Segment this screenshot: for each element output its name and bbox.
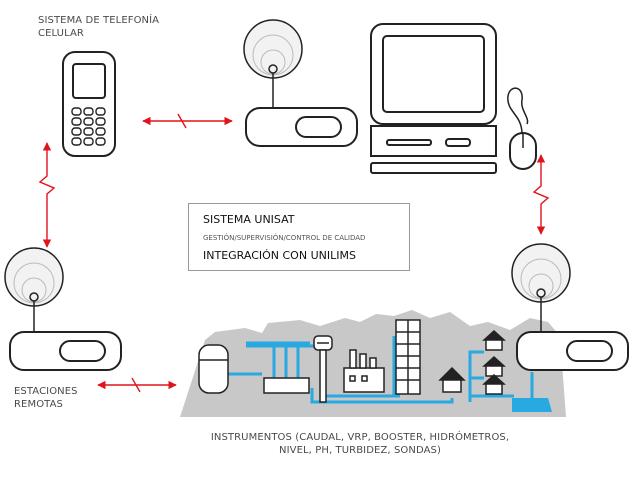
modem-icon-top (245, 107, 358, 147)
water-tank-icon (198, 344, 229, 394)
link-phone-to-base (142, 113, 233, 129)
modem-icon-left (9, 331, 122, 371)
remote-stations-label: ESTACIONES REMOTAS (14, 385, 104, 411)
water-tower-icon (313, 335, 333, 403)
mobile-phone-icon (62, 51, 116, 157)
system-title: SISTEMA UNISAT (203, 213, 295, 226)
valve-station-icon (263, 377, 310, 394)
remote-stations-line2: REMOTAS (14, 399, 63, 410)
instruments-line2: NIVEL, PH, TURBIDEZ, SONDAS) (279, 445, 441, 456)
water-reservoir (512, 398, 552, 412)
desktop-computer-icon (370, 23, 537, 174)
factory-icon (343, 349, 385, 393)
house-icon-large (438, 366, 466, 393)
satellite-dish-icon-top (243, 19, 303, 110)
building-icon (395, 319, 421, 395)
keyboard-icon (370, 162, 497, 174)
satellite-dish-icon-left (4, 247, 64, 334)
link-phone-to-left-station (38, 142, 56, 248)
instruments-label: INSTRUMENTOS (CAUDAL, VRP, BOOSTER, HIDR… (170, 431, 550, 457)
system-info-box: SISTEMA UNISAT GESTIÓN/SUPERVISIÓN/CONTR… (188, 203, 410, 271)
remote-stations-line1: ESTACIONES (14, 386, 78, 397)
modem-icon-right (516, 331, 629, 371)
house-icon-1 (482, 329, 506, 351)
link-left-station-to-site (97, 377, 177, 393)
link-computer-to-right-station (532, 154, 550, 235)
house-icon-3 (482, 373, 506, 395)
system-integration: INTEGRACIÓN CON UNILIMS (203, 249, 356, 262)
system-subtitle: GESTIÓN/SUPERVISIÓN/CONTROL DE CALIDAD (203, 234, 366, 242)
mouse-cable (507, 87, 529, 135)
cell-system-label: SISTEMA DE TELEFONÍA CELULAR (38, 15, 160, 39)
instruments-line1: INSTRUMENTOS (CAUDAL, VRP, BOOSTER, HIDR… (210, 432, 510, 443)
satellite-dish-icon-right (511, 243, 571, 334)
